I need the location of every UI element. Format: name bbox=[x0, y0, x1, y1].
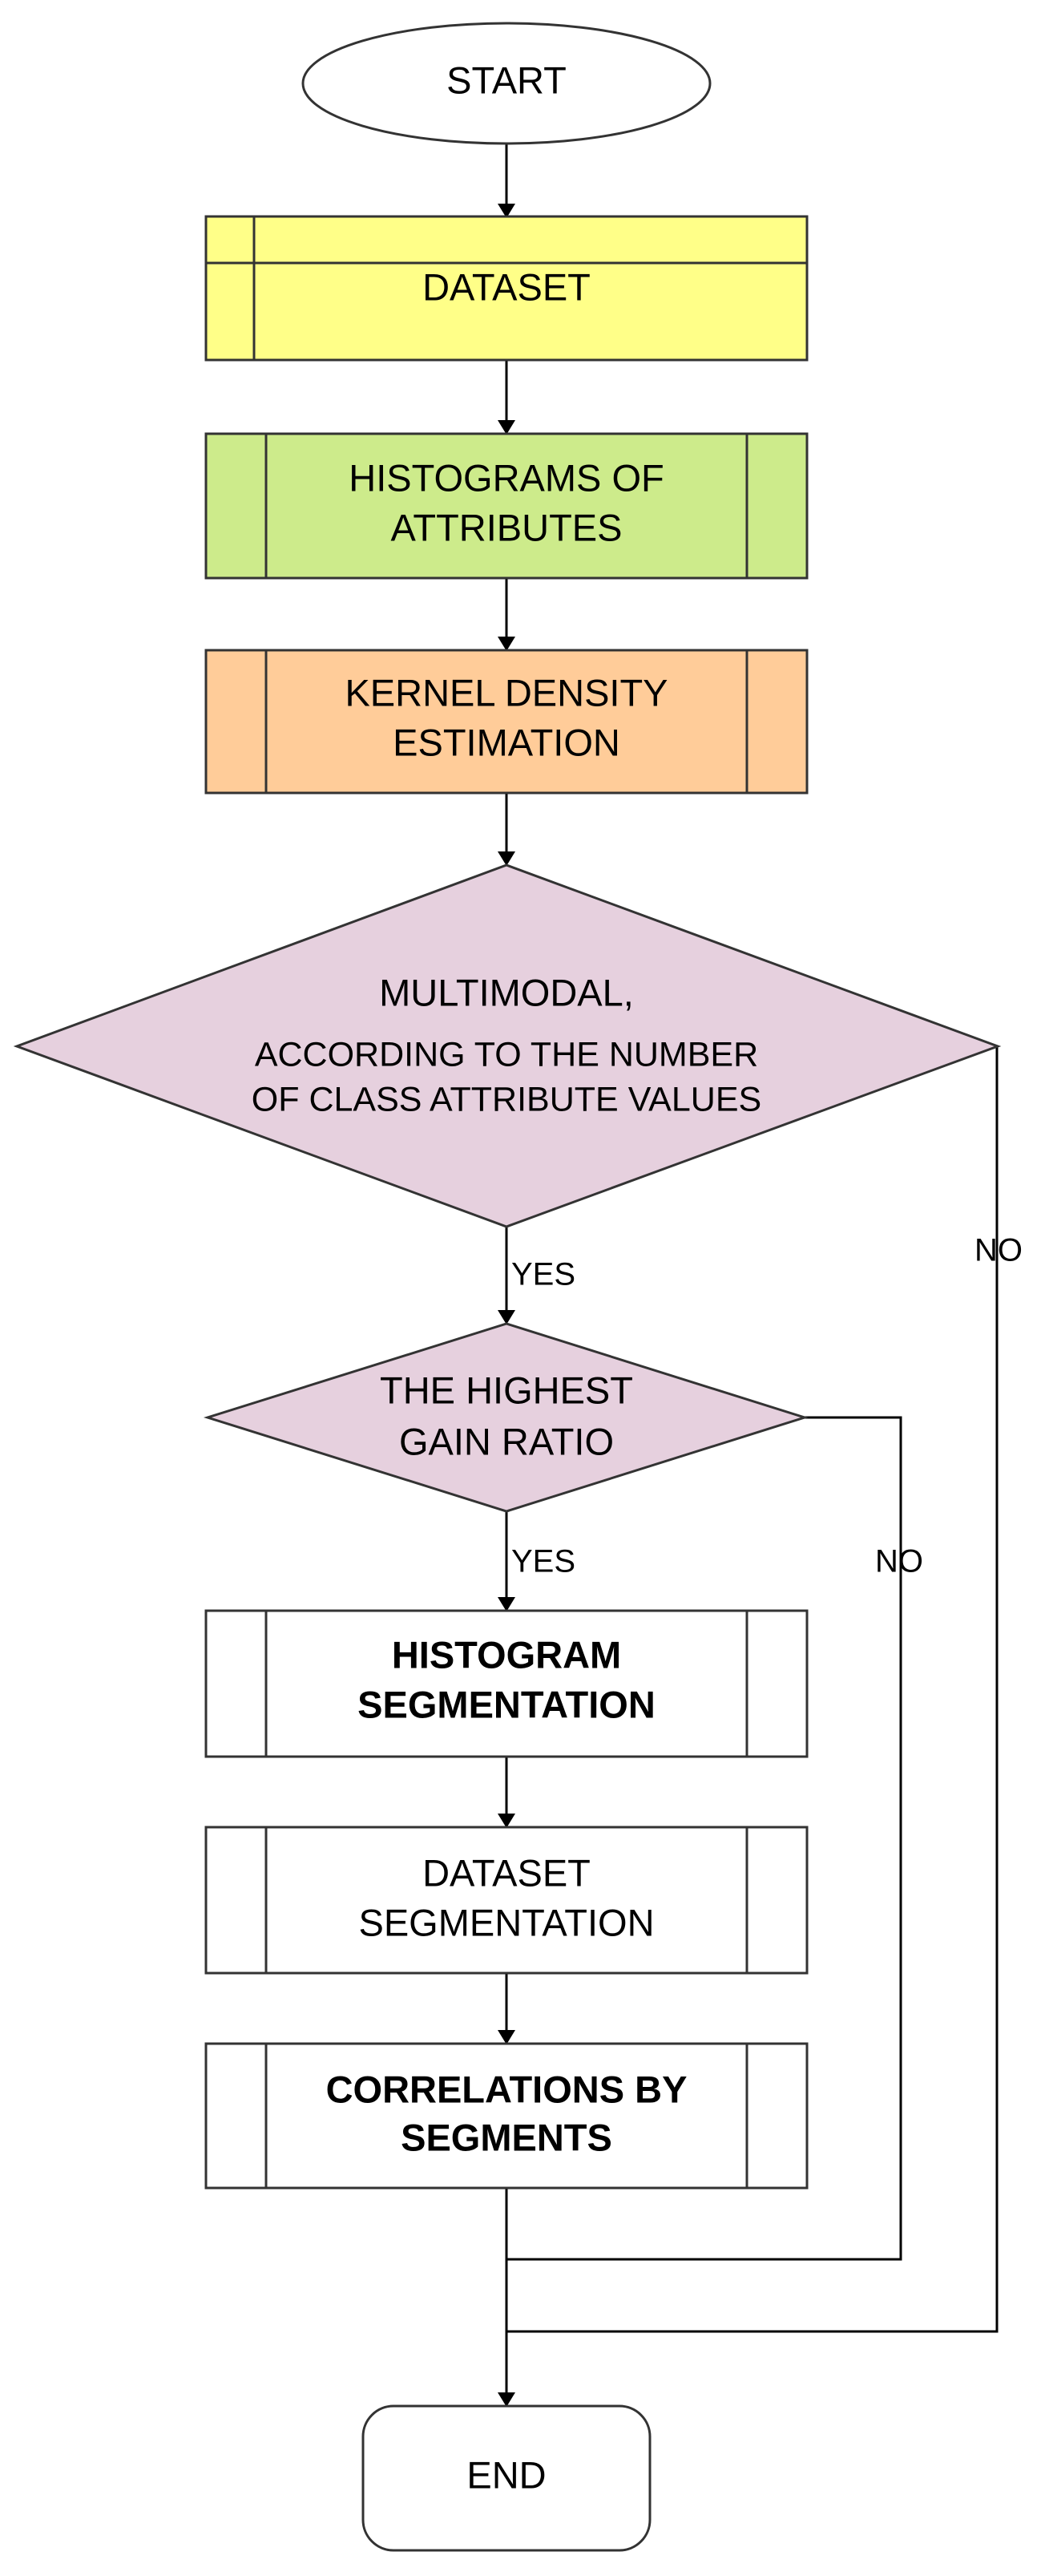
gain-yes-label: YES bbox=[511, 1544, 575, 1579]
edge-datasetseg-correlations-arrowhead bbox=[498, 2030, 515, 2044]
kde-label-line2: ESTIMATION bbox=[393, 721, 620, 763]
edge-kde-multimodal-arrowhead bbox=[498, 851, 515, 866]
edges bbox=[498, 144, 999, 2407]
edge-dataset-histograms-arrowhead bbox=[498, 420, 515, 435]
dataset-segmentation-box bbox=[204, 1826, 809, 1975]
histogram-segmentation-label-line2: SEGMENTATION bbox=[357, 1683, 656, 1725]
histograms-label-line2: ATTRIBUTES bbox=[391, 506, 623, 548]
edge-multimodal-gain-arrowhead bbox=[498, 1310, 515, 1324]
kde-label-line1: KERNEL DENSITY bbox=[345, 671, 668, 714]
correlations-label-line1: CORRELATIONS BY bbox=[326, 2068, 688, 2110]
multimodal-label-line1: MULTIMODAL, bbox=[379, 971, 634, 1013]
start-node: START bbox=[301, 22, 712, 145]
edge-start-dataset-arrowhead bbox=[498, 204, 515, 218]
start-label: START bbox=[446, 59, 567, 101]
gain-ratio-diamond bbox=[203, 1322, 809, 1513]
kde-node: KERNEL DENSITY ESTIMATION bbox=[204, 649, 809, 795]
histograms-label-line1: HISTOGRAMS OF bbox=[349, 456, 664, 499]
dataset-box bbox=[204, 215, 809, 362]
histograms-node: HISTOGRAMS OF ATTRIBUTES bbox=[204, 432, 809, 580]
dataset-segmentation-label-line2: SEGMENTATION bbox=[358, 1901, 654, 1943]
edge-labels: YES NO YES NO bbox=[511, 1233, 1023, 1579]
edge-histseg-datasetseg-arrowhead bbox=[498, 1814, 515, 1828]
edge-multimodal-no bbox=[506, 1047, 999, 2333]
start-terminator bbox=[301, 22, 712, 145]
end-node: END bbox=[361, 2404, 652, 2552]
correlations-node: CORRELATIONS BY SEGMENTS bbox=[204, 2042, 809, 2190]
edge-gain-no bbox=[506, 1416, 902, 2261]
multimodal-no-label: NO bbox=[974, 1233, 1023, 1268]
histogram-segmentation-box bbox=[204, 1609, 809, 1758]
edge-correlations-end-arrowhead bbox=[498, 2392, 515, 2407]
dataset-node: DATASET bbox=[204, 215, 809, 362]
histograms-box bbox=[204, 432, 809, 580]
dataset-label: DATASET bbox=[422, 265, 591, 308]
correlations-label-line2: SEGMENTS bbox=[401, 2116, 612, 2158]
dataset-segmentation-label-line1: DATASET bbox=[422, 1851, 591, 1894]
multimodal-label-line2: ACCORDING TO THE NUMBER bbox=[255, 1035, 758, 1074]
gain-ratio-label-line2: GAIN RATIO bbox=[399, 1420, 614, 1462]
end-terminator bbox=[361, 2404, 652, 2552]
histogram-segmentation-label-line1: HISTOGRAM bbox=[392, 1633, 621, 1676]
edge-histograms-kde-arrowhead bbox=[498, 637, 515, 651]
multimodal-label-line3: OF CLASS ATTRIBUTE VALUES bbox=[252, 1080, 761, 1118]
histogram-segmentation-node: HISTOGRAM SEGMENTATION bbox=[204, 1609, 809, 1758]
end-label: END bbox=[466, 2453, 546, 2496]
correlations-box bbox=[204, 2042, 809, 2190]
multimodal-yes-label: YES bbox=[511, 1257, 575, 1292]
edge-gain-histseg-arrowhead bbox=[498, 1597, 515, 1612]
dataset-segmentation-node: DATASET SEGMENTATION bbox=[204, 1826, 809, 1975]
gain-no-label: NO bbox=[875, 1544, 923, 1579]
gain-ratio-decision: THE HIGHEST GAIN RATIO bbox=[203, 1322, 809, 1513]
multimodal-diamond bbox=[13, 863, 1002, 1228]
gain-ratio-label-line1: THE HIGHEST bbox=[380, 1369, 633, 1411]
multimodal-decision: MULTIMODAL, ACCORDING TO THE NUMBER OF C… bbox=[13, 863, 1002, 1228]
kde-box bbox=[204, 649, 809, 795]
